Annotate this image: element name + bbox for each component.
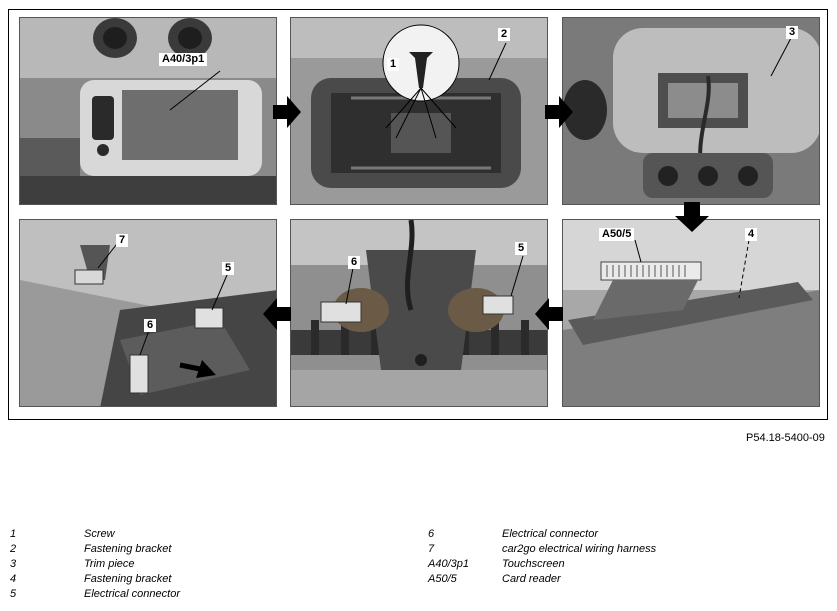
legend-desc: Fastening bracket xyxy=(84,573,172,585)
legend-item: 2 Fastening bracket xyxy=(10,542,180,557)
legend-num: 3 xyxy=(10,558,17,570)
legend-desc: Electrical connector xyxy=(84,588,180,600)
legend-item: 1 Screw xyxy=(10,527,180,542)
legend-num: 7 xyxy=(428,543,435,555)
legend-item: A40/3p1 Touchscreen xyxy=(428,557,656,572)
callout-label: 4 xyxy=(745,228,758,241)
legend-desc: Card reader xyxy=(502,573,561,585)
legend-desc: Fastening bracket xyxy=(84,543,172,555)
legend-item: 5 Electrical connector xyxy=(10,587,180,602)
legend-num: 5 xyxy=(10,588,17,600)
legend-item: A50/5 Card reader xyxy=(428,572,656,587)
callout-label: 7 xyxy=(116,234,129,247)
legend-desc: Trim piece xyxy=(84,558,135,570)
legend-num: A50/5 xyxy=(428,573,457,585)
legend-num: 2 xyxy=(10,543,17,555)
callout-label: 6 xyxy=(144,319,157,332)
photo-panel-6: 7 5 6 xyxy=(19,219,277,407)
photo-panel-4: A50/5 4 xyxy=(562,219,820,407)
legend-desc: car2go electrical wiring harness xyxy=(502,543,657,555)
callout-label: 1 xyxy=(387,58,400,71)
legend-desc: Electrical connector xyxy=(502,528,598,540)
callout-label: 5 xyxy=(515,242,528,255)
legend-item: 6 Electrical connector xyxy=(428,527,656,542)
photo-panel-2: 1 2 xyxy=(290,17,548,205)
legend-item: 7 car2go electrical wiring harness xyxy=(428,542,656,557)
legend-num: 1 xyxy=(10,528,17,540)
photo-panel-5: 6 5 xyxy=(290,219,548,407)
legend-num: 4 xyxy=(10,573,17,585)
callout-label: A50/5 xyxy=(599,228,635,241)
legend-right: 6 Electrical connector 7 car2go electrical… xyxy=(428,527,656,587)
step-arrow-right-icon xyxy=(273,96,301,128)
step-arrow-down-icon xyxy=(675,202,709,232)
photo-panel-3: 3 xyxy=(562,17,820,205)
figure-reference: P54.18-5400-09 xyxy=(746,432,825,444)
callout-label: 2 xyxy=(498,28,511,41)
figure-frame xyxy=(8,9,828,420)
step-arrow-left-icon xyxy=(535,298,563,330)
callout-label: 6 xyxy=(348,256,361,269)
callout-label: A40/3p1 xyxy=(159,53,208,66)
callout-label: 5 xyxy=(222,262,235,275)
legend-desc: Touchscreen xyxy=(502,558,565,570)
step-arrow-left-icon xyxy=(263,298,291,330)
photo-panel-1: A40/3p1 xyxy=(19,17,277,205)
legend-num: A40/3p1 xyxy=(428,558,469,570)
legend-desc: Screw xyxy=(84,528,115,540)
step-arrow-right-icon xyxy=(545,96,573,128)
legend-item: 4 Fastening bracket xyxy=(10,572,180,587)
legend-item: 3 Trim piece xyxy=(10,557,180,572)
legend-num: 6 xyxy=(428,528,435,540)
callout-label: 3 xyxy=(786,26,799,39)
